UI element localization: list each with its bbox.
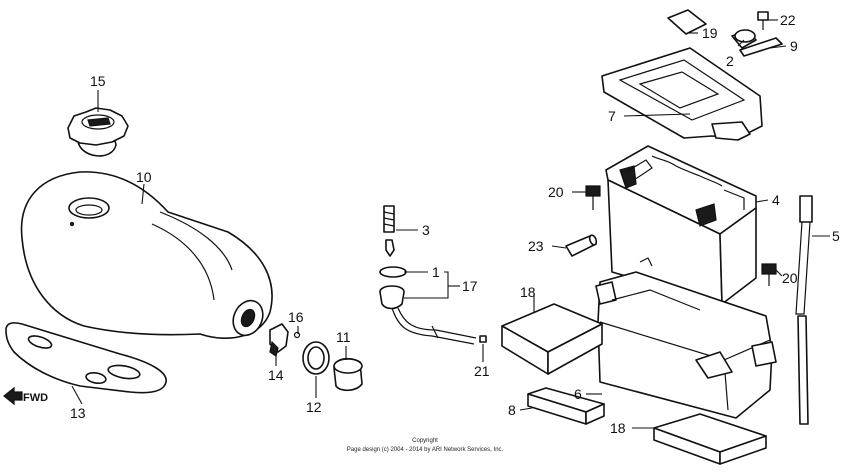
packing-washer [302,341,330,375]
callout-23: 23 [528,238,544,254]
copyright-footer: Copyright Page design (c) 2004 - 2014 by… [347,438,504,453]
callout-2: 2 [726,53,734,69]
battery-label [667,9,707,35]
bolt-lower [761,263,777,286]
battery-hardware [731,11,783,57]
callout-19: 19 [702,25,718,41]
battery-cover [601,47,763,141]
tank-gasket [5,322,167,394]
drain-cap [333,357,363,392]
callout-18-lower: 18 [610,420,626,436]
fuel-tank [20,171,273,339]
callout-4: 4 [772,192,780,208]
callout-18-upper: 18 [520,284,536,300]
bolt-upper [585,185,601,210]
callout-12: 12 [306,399,322,415]
fuel-valve [269,323,301,357]
callout-20-upper: 20 [548,184,564,200]
callout-11: 11 [336,329,351,345]
battery-pad-left [501,303,603,375]
callout-3: 3 [422,222,430,238]
forward-arrow: FWD [3,386,48,406]
callout-7: 7 [608,108,616,124]
battery-case [595,271,777,419]
battery-breather-tube [795,195,813,425]
battery-pad-bottom [653,413,767,465]
callout-14: 14 [268,367,284,383]
forward-label: FWD [23,392,48,404]
callout-22: 22 [780,12,796,28]
callout-21: 21 [474,363,490,379]
callout-10: 10 [136,169,152,185]
fuel-cap [67,107,129,157]
callout-20-lower: 20 [782,270,798,286]
callout-13: 13 [70,405,86,421]
callout-17: 17 [462,278,478,294]
callout-9: 9 [790,38,798,54]
collar [565,234,598,257]
callout-16: 16 [288,309,304,325]
copyright-line-2: Page design (c) 2004 - 2014 by ARI Netwo… [347,447,504,453]
callout-1: 1 [432,264,440,280]
leader-lines [71,19,830,429]
callout-labels: 15 10 13 14 16 12 11 3 1 17 21 7 4 5 6 8… [70,12,840,436]
rubber-strip [527,387,605,425]
callout-8: 8 [508,402,516,418]
callout-5: 5 [832,228,840,244]
callout-6: 6 [574,386,582,402]
callout-15: 15 [90,73,106,89]
breather-assembly [379,205,487,345]
copyright-line-1: Copyright [412,438,438,444]
